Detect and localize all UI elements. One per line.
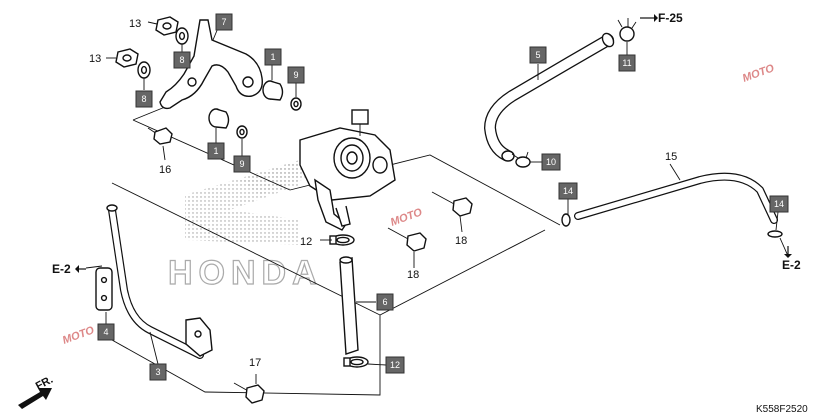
box-label-1-lower-text: 1 (213, 146, 218, 156)
ref-e2-left: E-2 (52, 262, 71, 276)
flange-plate-pipe-3 (185, 317, 213, 357)
box-label-5: 5 (529, 46, 547, 64)
clamp-11 (617, 18, 637, 42)
bolt-18-upper (431, 191, 473, 233)
bolt-17 (233, 374, 265, 404)
bolt-18-lower (387, 227, 427, 268)
hose-6 (339, 256, 359, 355)
box-label-12: 12 (385, 356, 405, 374)
box-label-11-text: 11 (622, 58, 631, 68)
box-label-12-text: 12 (390, 360, 400, 370)
bolt-16 (147, 127, 173, 161)
bracket-7 (159, 19, 263, 110)
box-label-1-upper: 1 (264, 48, 282, 66)
front-direction-arrow-icon (18, 388, 52, 409)
honda-watermark-text: HONDA (168, 254, 323, 292)
diagram-code: K558F2520 (756, 404, 808, 415)
ref-f25: F-25 (658, 11, 683, 25)
box-label-5-text: 5 (535, 50, 540, 60)
washer-8-lower (137, 61, 151, 79)
hose-5 (484, 32, 615, 162)
box-label-3-text: 3 (155, 367, 160, 377)
box-label-1-upper-text: 1 (270, 52, 275, 62)
air-injection-valve (299, 109, 396, 231)
box-label-6: 6 (376, 293, 394, 311)
box-label-11: 11 (618, 54, 636, 72)
label-13-lower: 13 (89, 53, 101, 65)
box-label-8-upper: 8 (173, 51, 191, 69)
clamp-14-left (561, 213, 571, 227)
box-label-9-lower: 9 (233, 155, 251, 173)
collar-9-lower (236, 125, 248, 139)
gasket-plate-4 (95, 267, 113, 311)
ref-e2-right: E-2 (782, 258, 801, 272)
label-13-upper: 13 (129, 18, 141, 30)
label-18-lower: 18 (407, 269, 419, 281)
nut-13-upper (147, 16, 179, 36)
box-label-4: 4 (97, 323, 115, 341)
box-label-8-lower-text: 8 (141, 94, 146, 104)
moto-watermark-3: MOTO (61, 324, 96, 347)
collar-9-upper (290, 97, 302, 111)
rubber-mount-1-upper (262, 80, 284, 101)
box-label-9-upper: 9 (287, 66, 305, 84)
label-17: 17 (249, 357, 261, 369)
box-label-6-text: 6 (382, 297, 387, 307)
box-label-3: 3 (149, 363, 167, 381)
box-label-9-upper-text: 9 (293, 70, 298, 80)
box-label-1-lower: 1 (207, 142, 225, 160)
box-label-9-lower-text: 9 (239, 159, 244, 169)
pipe-15 (574, 172, 778, 224)
box-label-10: 10 (541, 153, 561, 171)
box-label-14-right: 14 (769, 195, 789, 213)
rubber-mount-1-lower (208, 108, 230, 129)
box-label-7: 7 (215, 13, 233, 31)
box-label-8-lower: 8 (135, 90, 153, 108)
box-label-4-text: 4 (103, 327, 108, 337)
moto-watermark-2: MOTO (389, 206, 424, 229)
arrow-icon-f25 (640, 14, 658, 22)
clamp-10 (511, 151, 531, 168)
clamp-14-right (767, 230, 783, 238)
box-label-14-left: 14 (558, 182, 578, 200)
box-label-14-right-text: 14 (774, 199, 784, 209)
moto-watermark-1: MOTO (741, 62, 776, 85)
label-18-upper: 18 (455, 235, 467, 247)
nut-13-lower (106, 48, 139, 68)
pipe-3 (106, 204, 204, 359)
washer-8-upper (175, 27, 189, 45)
clamp-12-lower (343, 356, 369, 368)
label-16: 16 (159, 164, 171, 176)
arrow-icon-e2-right (784, 246, 792, 258)
label-12-plain: 12 (300, 236, 312, 248)
front-direction-label: FR. (34, 374, 55, 393)
label-15: 15 (665, 151, 677, 163)
clamp-12-upper (329, 234, 355, 246)
box-label-7-text: 7 (221, 17, 226, 27)
box-label-10-text: 10 (546, 157, 556, 167)
box-label-8-upper-text: 8 (179, 55, 184, 65)
box-label-14-left-text: 14 (563, 186, 573, 196)
arrow-icon-e2-left (75, 265, 86, 273)
